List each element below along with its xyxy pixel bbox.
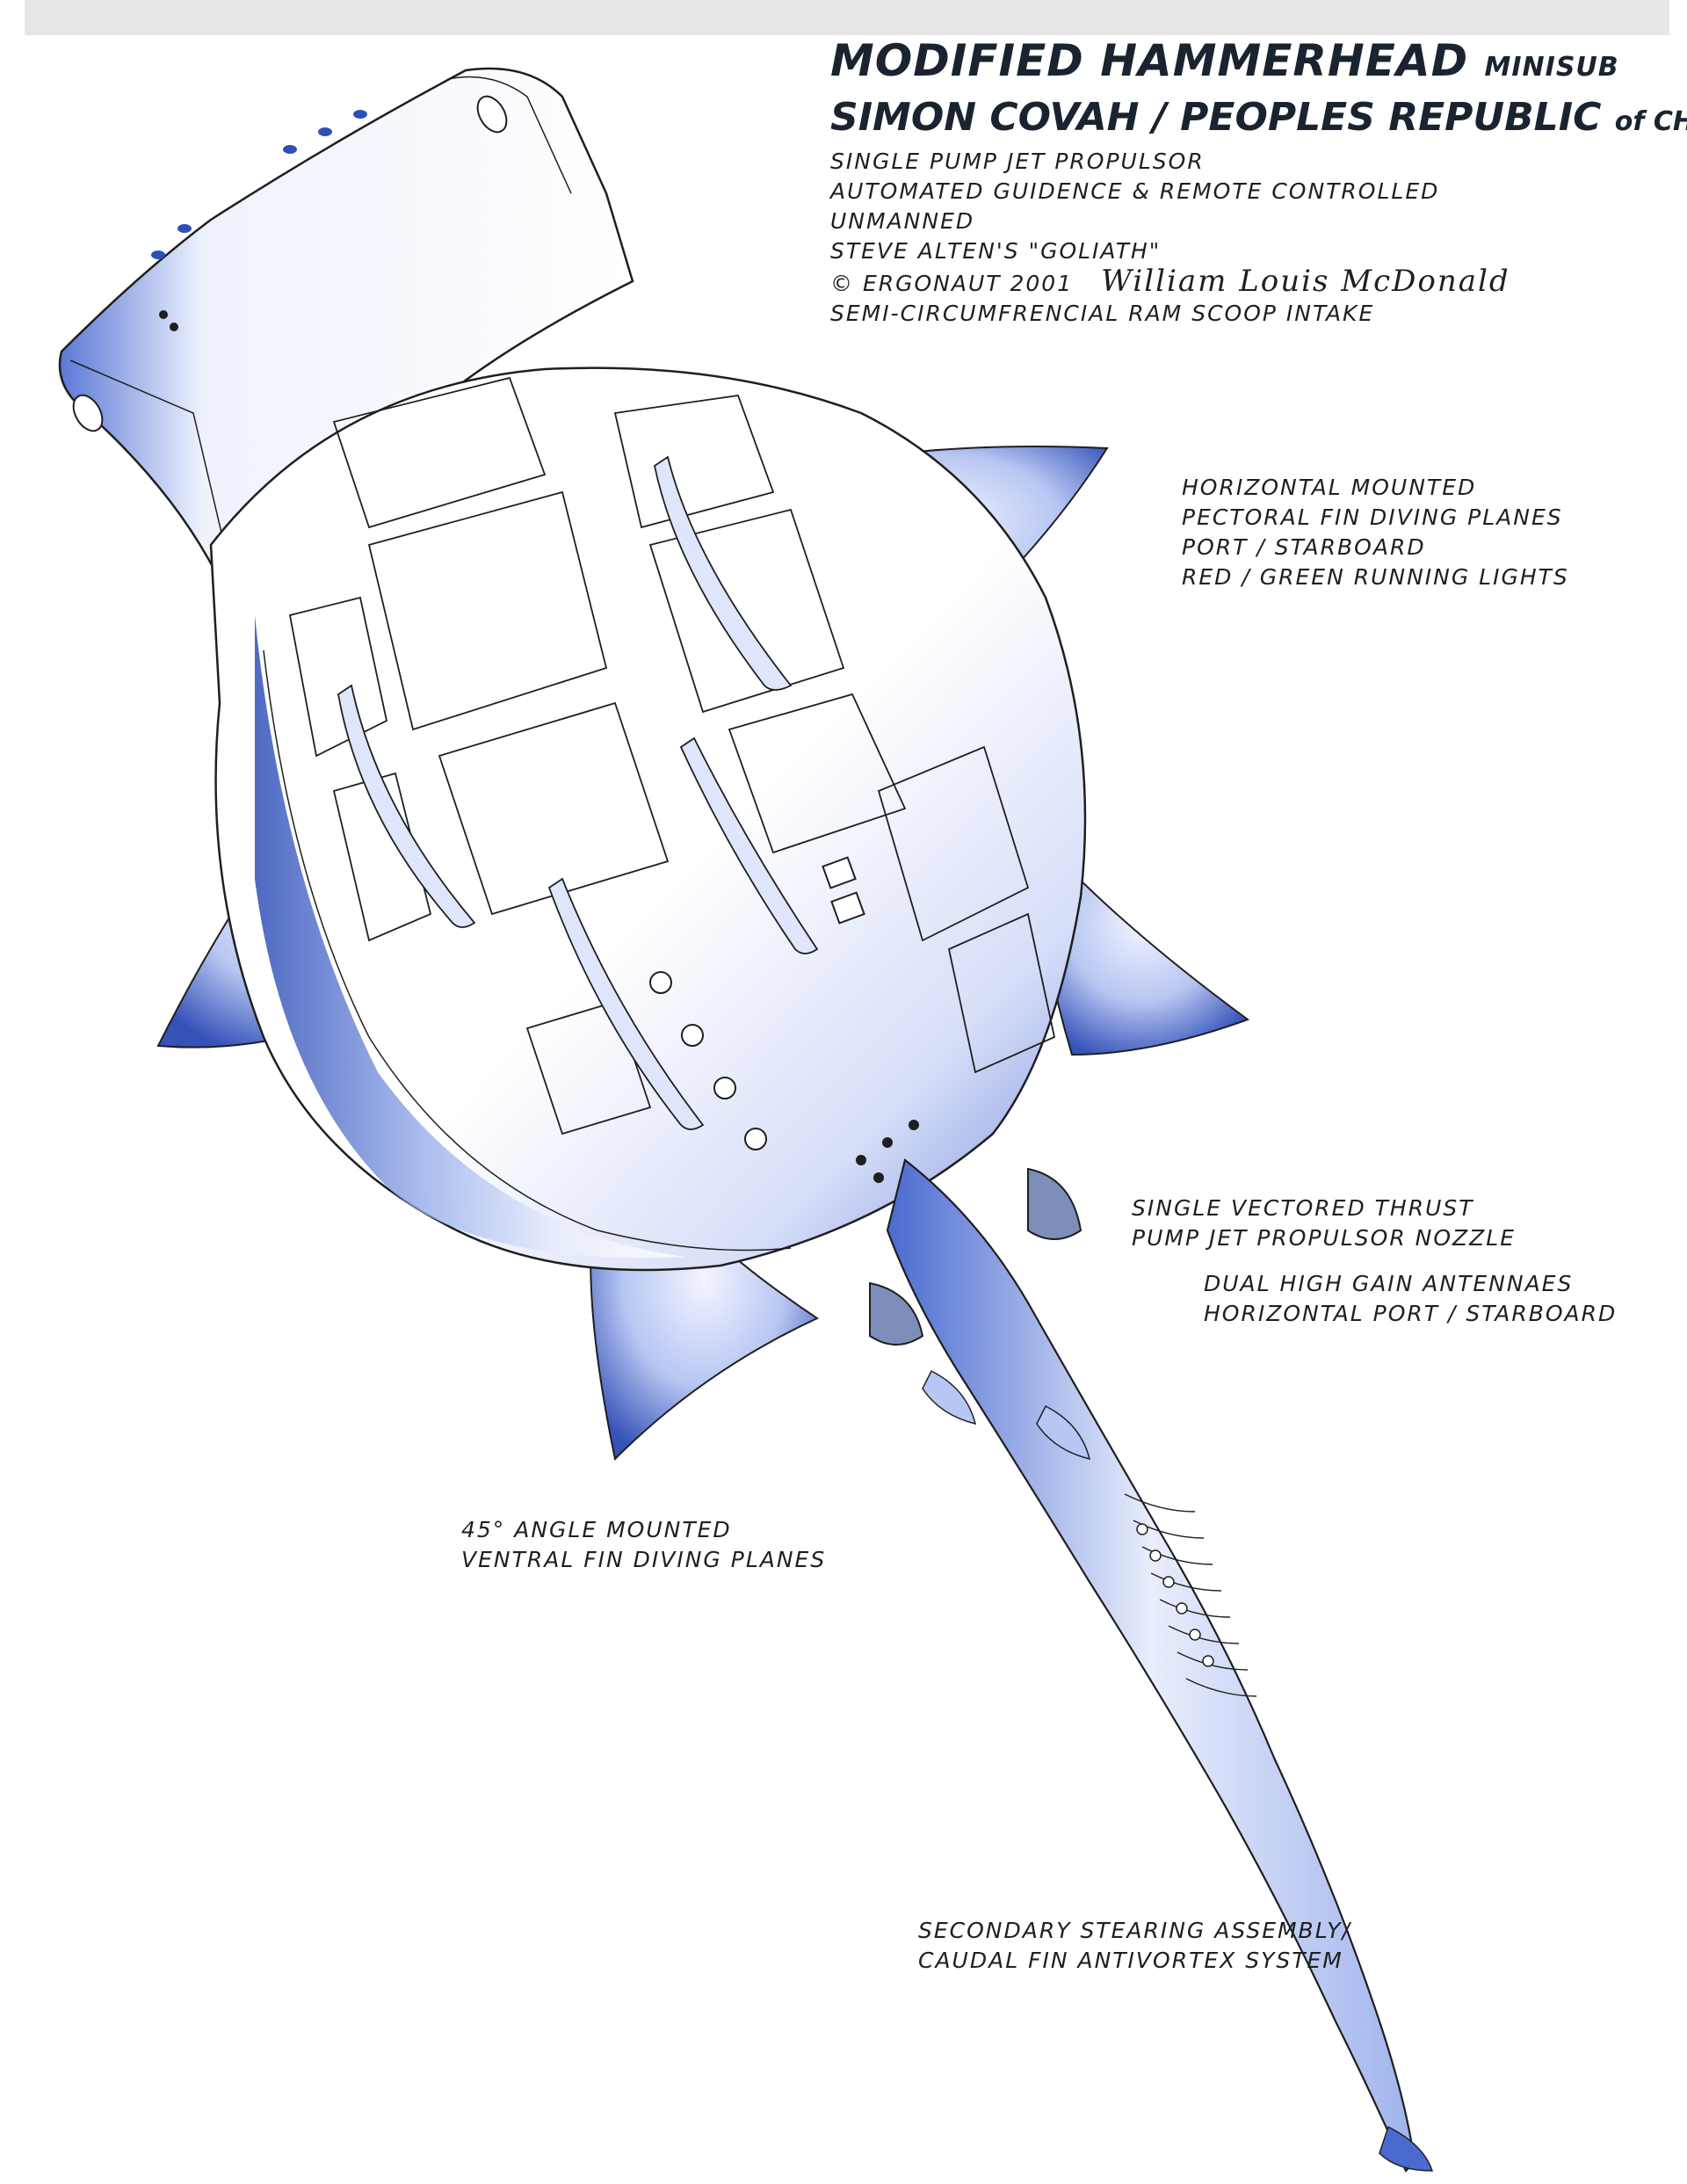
main-hull bbox=[209, 366, 1087, 1272]
copyright-text: © ERGONAUT 2001 bbox=[830, 271, 1074, 296]
note-line: HORIZONTAL MOUNTED bbox=[1182, 475, 1477, 500]
subtitle-text: SIMON COVAH / PEOPLES REPUBLIC bbox=[830, 95, 1602, 140]
subtitle-suffix: of CHINA bbox=[1614, 106, 1687, 137]
note-antennae: DUAL HIGH GAIN ANTENNAES HORIZONTAL PORT… bbox=[1204, 1269, 1617, 1329]
artist-signature: William Louis McDonald bbox=[1101, 264, 1510, 299]
note-line: CAUDAL FIN ANTIVORTEX SYSTEM bbox=[918, 1948, 1343, 1973]
note-line: SINGLE VECTORED THRUST bbox=[1132, 1195, 1474, 1221]
scan-top-edge bbox=[25, 0, 1669, 35]
note-line: VENTRAL FIN DIVING PLANES bbox=[461, 1547, 827, 1572]
hammerhead-wing bbox=[58, 67, 634, 582]
note-line: PORT / STARBOARD bbox=[1182, 534, 1426, 560]
title-text: MODIFIED HAMMERHEAD bbox=[830, 35, 1469, 86]
note-line: RED / GREEN RUNNING LIGHTS bbox=[1182, 564, 1569, 590]
spec-line-unmanned: UNMANNED bbox=[830, 208, 975, 234]
note-ventral-fins: 45° ANGLE MOUNTED VENTRAL FIN DIVING PLA… bbox=[461, 1515, 826, 1575]
note-caudal-fin: SECONDARY STEARING ASSEMBLY/ CAUDAL FIN … bbox=[918, 1916, 1351, 1976]
drawing-title: MODIFIED HAMMERHEAD MINISUB bbox=[830, 35, 1656, 93]
title-block: MODIFIED HAMMERHEAD MINISUB SIMON COVAH … bbox=[830, 35, 1687, 329]
propulsor-nozzles bbox=[869, 1167, 1082, 1346]
tail-boom bbox=[886, 1158, 1434, 2173]
note-line: PUMP JET PROPULSOR NOZZLE bbox=[1132, 1225, 1516, 1251]
spec-line-intake: SEMI-CIRCUMFRENCIAL RAM SCOOP INTAKE bbox=[830, 301, 1375, 326]
spec-line-propulsor: SINGLE PUMP JET PROPULSOR bbox=[830, 149, 1205, 174]
note-line: 45° ANGLE MOUNTED bbox=[461, 1517, 732, 1542]
note-line: PECTORAL FIN DIVING PLANES bbox=[1182, 504, 1563, 530]
note-line: SECONDARY STEARING ASSEMBLY/ bbox=[918, 1918, 1351, 1943]
spec-line-guidance: AUTOMATED GUIDENCE & REMOTE CONTROLLED bbox=[830, 178, 1440, 204]
note-line: DUAL HIGH GAIN ANTENNAES bbox=[1204, 1271, 1574, 1296]
note-line: HORIZONTAL PORT / STARBOARD bbox=[1204, 1301, 1618, 1326]
spec-line-copyright: © ERGONAUT 2001 William Louis McDonald bbox=[830, 266, 1656, 299]
note-propulsor-nozzle: SINGLE VECTORED THRUST PUMP JET PROPULSO… bbox=[1132, 1194, 1516, 1253]
spec-line-source: STEVE ALTEN'S "GOLIATH" bbox=[830, 238, 1162, 264]
title-suffix: MINISUB bbox=[1484, 52, 1619, 83]
note-pectoral-fins: HORIZONTAL MOUNTED PECTORAL FIN DIVING P… bbox=[1182, 473, 1569, 592]
drawing-subtitle: SIMON COVAH / PEOPLES REPUBLIC of CHINA bbox=[830, 93, 1687, 147]
